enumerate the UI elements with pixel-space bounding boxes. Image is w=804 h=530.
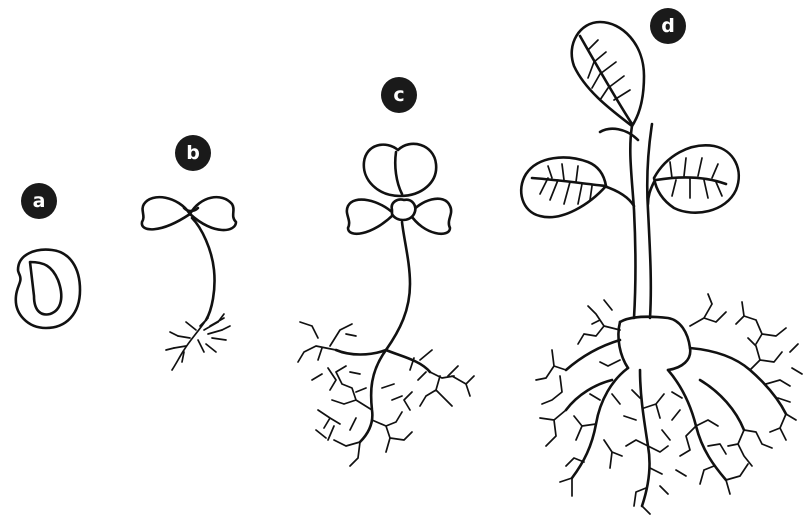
plant-illustration (521, 22, 802, 514)
young-plant-illustration (298, 144, 474, 466)
stage-d-badge: d (650, 8, 686, 44)
stage-a-badge: a (21, 183, 57, 219)
stage-c-badge: c (381, 77, 417, 113)
seedling-illustration (142, 197, 236, 370)
stage-b-badge: b (175, 135, 211, 171)
seed-illustration (16, 250, 80, 328)
